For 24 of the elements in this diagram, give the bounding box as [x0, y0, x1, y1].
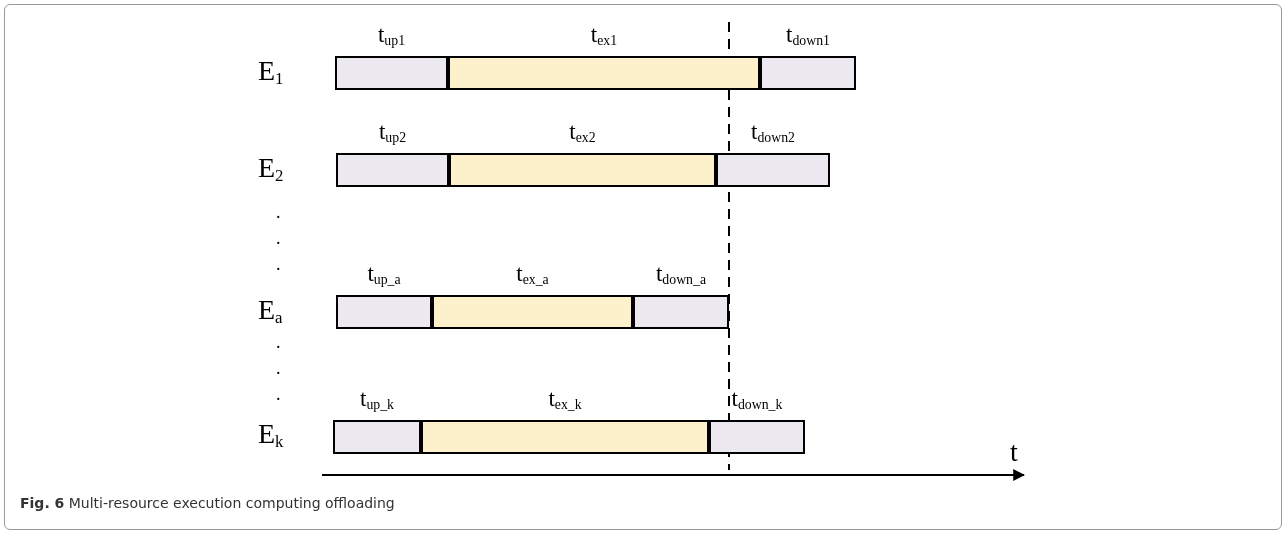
time-label: t$_{down2}$ — [750, 117, 796, 147]
row-label: E$_{a}$ — [258, 294, 283, 330]
time-label: t$_{down1}$ — [785, 20, 831, 50]
row-label: E$_{1}$ — [258, 55, 284, 91]
time-label: t$_{up_k}$ — [359, 384, 395, 414]
ellipsis-dot: . — [276, 357, 281, 380]
ellipsis-dot: . — [276, 331, 281, 354]
time-label: t$_{ex_k}$ — [547, 384, 583, 414]
time-label: t$_{ex_a}$ — [515, 259, 550, 289]
time-label: t$_{up1}$ — [376, 20, 407, 50]
time-label: t$_{up2}$ — [377, 117, 408, 147]
ellipsis-dot: . — [276, 253, 281, 276]
ellipsis-dot: . — [276, 227, 281, 250]
time-label: t$_{ex1}$ — [589, 20, 619, 50]
time-label: t$_{up_a}$ — [366, 259, 402, 289]
time-label: t$_{down_a}$ — [654, 259, 708, 289]
ellipsis-dot: . — [276, 201, 281, 224]
ellipsis-dot: . — [276, 383, 281, 406]
row-label: E$_{2}$ — [258, 152, 284, 188]
time-label: t$_{down_k}$ — [730, 384, 784, 414]
time-label: t$_{ex2}$ — [568, 117, 597, 147]
axis-label: t — [1010, 436, 1018, 468]
figure-caption: Fig. 6 Multi-resource execution computing offloading — [20, 495, 395, 511]
row-label: E$_{k}$ — [258, 418, 284, 454]
